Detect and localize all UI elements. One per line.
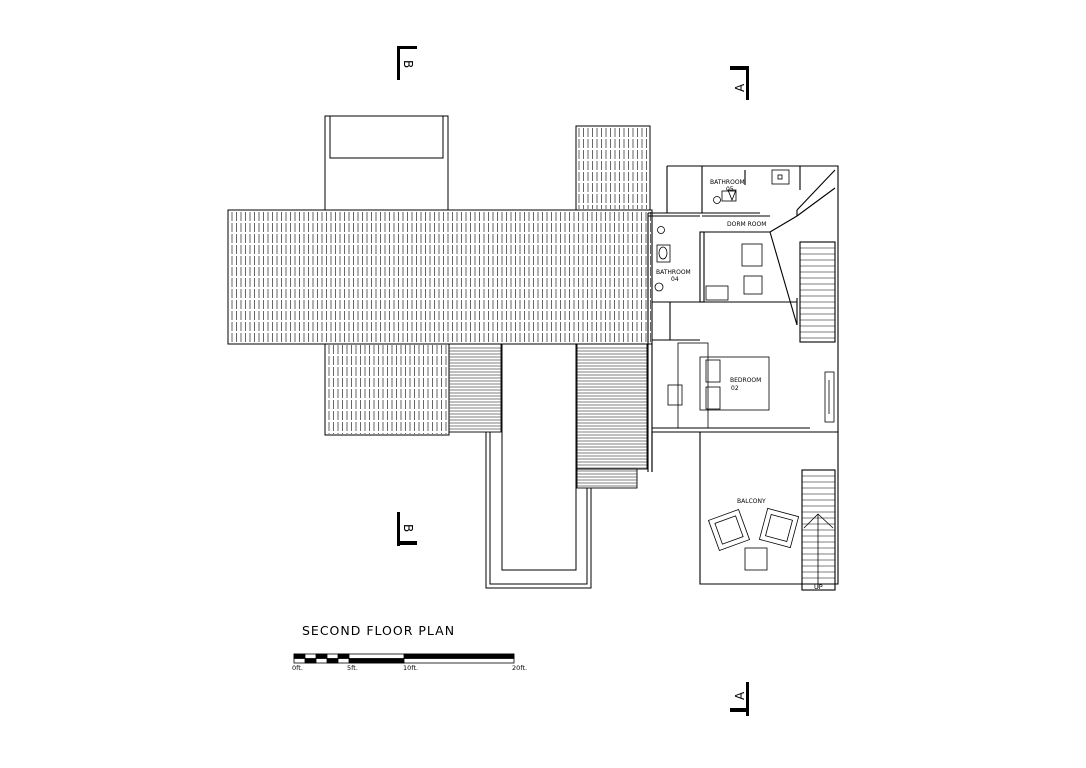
stair-arrow: [803, 513, 834, 588]
svg-text:A: A: [733, 83, 747, 92]
bathroom05-label: BATHROOM: [710, 179, 745, 186]
walkway: [485, 343, 592, 589]
stairs-balcony-lines: [802, 475, 835, 585]
scale-label-0: 0ft.: [292, 664, 303, 672]
scale-label-10: 10ft.: [403, 664, 418, 672]
steps-right-lines: [577, 347, 647, 487]
stair-up-label: UP: [814, 583, 823, 591]
drawing-title: SECOND FLOOR PLAN: [302, 623, 455, 638]
bathroom05-number: 05: [726, 186, 734, 193]
steps-left: [448, 343, 502, 433]
scale-label-5: 5ft.: [347, 664, 358, 672]
svg-text:B: B: [401, 60, 415, 68]
steps-right: [576, 343, 648, 489]
bedroom02-number: 02: [731, 385, 739, 392]
bathroom04-number: 04: [671, 276, 679, 283]
bedroom02-label: BEDROOM: [730, 377, 761, 384]
scale-bar: [293, 653, 515, 664]
section-marker-b-bottom: B: [397, 512, 417, 546]
section-marker-b-top: B: [397, 46, 417, 80]
deck-planks: [231, 128, 651, 434]
svg-text:B: B: [401, 524, 415, 532]
stairs-upper-lines: [800, 247, 835, 339]
svg-text:A: A: [733, 691, 747, 700]
dorm-room-label: DORM ROOM: [727, 221, 766, 228]
bathroom04-label: BATHROOM: [656, 269, 691, 276]
house-walls: [647, 165, 839, 591]
scale-bar-labels: 0ft. 5ft. 10ft. 20ft.: [292, 664, 527, 672]
steps-left-lines: [449, 347, 501, 430]
fixtures: [654, 169, 835, 571]
section-marker-a-bottom: A: [730, 682, 749, 716]
section-marker-a-top: A: [730, 66, 749, 100]
balcony-label: BALCONY: [737, 498, 766, 505]
scale-label-20: 20ft.: [512, 664, 527, 672]
room-labels: BATHROOM 05 DORM ROOM BATHROOM 04 BEDROO…: [656, 179, 766, 505]
